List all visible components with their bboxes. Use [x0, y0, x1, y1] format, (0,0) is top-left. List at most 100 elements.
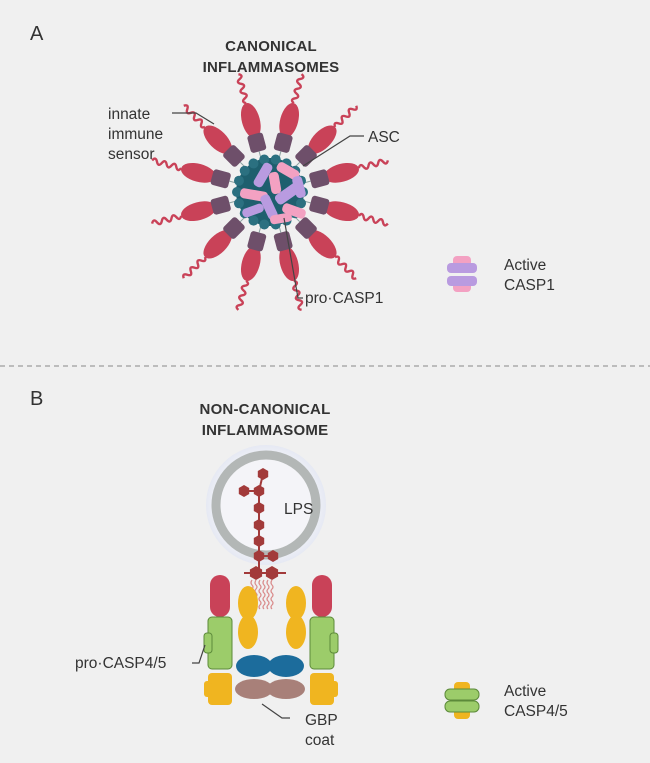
casp45-central-domain [238, 615, 258, 649]
procasp1-label: pro·CASP1 [305, 290, 383, 307]
asc-speck [296, 198, 307, 209]
procasp1-filament [260, 194, 278, 220]
sensor-label-line1: innate [108, 106, 150, 123]
card-domain [247, 231, 267, 252]
card-domain [309, 169, 330, 189]
sensor-label-line2: immune [108, 126, 163, 143]
panel-b-title-line1: NON-CANONICAL [200, 401, 331, 418]
active-casp45-legend-icon [444, 682, 480, 719]
sensor-domain [279, 102, 300, 139]
card-domain [309, 195, 330, 215]
casp45-yellow-notch [330, 681, 338, 697]
card-domain [210, 195, 231, 215]
asc-speck [270, 154, 281, 165]
panel-a-title-line1: CANONICAL [225, 38, 317, 55]
procasp45-label: pro·CASP4/5 [75, 655, 166, 672]
sensor-domain [323, 201, 360, 222]
sensor-domain [203, 125, 232, 154]
active-casp45-legend-line2: CASP4/5 [504, 703, 568, 720]
gbp-brown-right [267, 679, 305, 699]
sensor-domain [240, 102, 261, 139]
sensor-domain [180, 162, 217, 183]
active-casp1-legend-line2: CASP1 [504, 277, 555, 294]
sensor-domain [240, 245, 261, 282]
asc-speck [233, 175, 244, 186]
asc-speck [259, 154, 270, 165]
sensor-domain [323, 162, 360, 183]
lipid-tail [270, 579, 274, 610]
sensor-spoke [298, 195, 389, 227]
asc-label: ASC [368, 129, 400, 146]
gbp-label-line2: coat [305, 732, 335, 749]
procasp1-filament [270, 212, 292, 225]
active-casp45-legend-line1: Active [504, 683, 546, 700]
panel-a: A CANONICAL INFLAMMASOMES innate immune … [30, 23, 555, 312]
gbp-blue-right [268, 655, 304, 677]
lps-sugar [253, 519, 265, 531]
sensor-tail [357, 212, 389, 227]
sensor-tail [183, 104, 206, 129]
casp45-yellow-domain [310, 673, 334, 705]
lps-molecule [238, 468, 286, 580]
asc-speck [248, 158, 259, 169]
lps-label: LPS [284, 501, 313, 518]
sensor-domain [203, 230, 232, 259]
card-domain [247, 132, 267, 153]
sensor-domain [308, 230, 337, 259]
sensor-spoke [150, 195, 242, 226]
casp45-central-domain [238, 586, 258, 620]
lps-sugar [253, 535, 265, 547]
casp45-notch [329, 632, 339, 654]
sensor-tail [151, 157, 183, 172]
panel-a-title-line2: INFLAMMASOMES [203, 59, 340, 76]
sensor-tail [333, 105, 358, 128]
procasp1-filament [276, 162, 300, 180]
lps-sugar [267, 550, 279, 562]
card-domain [223, 145, 245, 167]
lps-sugar [253, 485, 265, 497]
sensor-tail [235, 279, 250, 311]
asc-speck [248, 215, 259, 226]
asc-speck [232, 187, 242, 197]
non-canonical-complex [203, 575, 339, 705]
sensor-tail [357, 158, 390, 170]
panel-a-letter: A [30, 23, 44, 45]
sensor-tail [150, 214, 183, 226]
sensor-domain [308, 125, 337, 154]
active-casp1-legend-icon [447, 256, 477, 292]
sensor-tail [182, 256, 207, 279]
lipid-tail [262, 579, 266, 610]
card-domain [273, 231, 293, 252]
gbp-blue-left [236, 655, 272, 677]
active-casp1-legend-line1: Active [504, 257, 546, 274]
procasp1-filament [242, 203, 264, 218]
sensor-leader-line [172, 112, 215, 125]
sensor-spoke [235, 220, 267, 311]
casp45-right [309, 575, 339, 705]
asc-speck [259, 219, 270, 230]
procasp1-leader-line [283, 217, 303, 299]
sensor-spoke [151, 157, 242, 189]
procasp1-filament [282, 203, 306, 219]
card-red-domain [312, 575, 332, 617]
casp45-central-domain [286, 586, 306, 620]
lipid-tail [266, 579, 270, 610]
panel-b-letter: B [30, 388, 43, 410]
card-domain [295, 145, 317, 167]
procasp1-filament [292, 175, 306, 199]
casp45-central-domain [286, 615, 306, 649]
lps-sugar [253, 550, 265, 562]
sensor-domain [180, 201, 217, 222]
asc-leader-line [302, 135, 364, 167]
sensor-tail [290, 73, 305, 105]
sensor-label-line3: sensor [108, 146, 155, 163]
gbp-brown-left [235, 679, 273, 699]
canonical-inflammasome-complex [150, 72, 390, 312]
lps-sugar [253, 502, 265, 514]
casp45-yellow-notch [204, 681, 212, 697]
sensor-tail [334, 255, 357, 280]
lps-sugar [238, 485, 250, 497]
casp45-yellow-domain [208, 673, 232, 705]
procasp1-filament [268, 171, 282, 195]
procasp1-filament [253, 162, 273, 188]
